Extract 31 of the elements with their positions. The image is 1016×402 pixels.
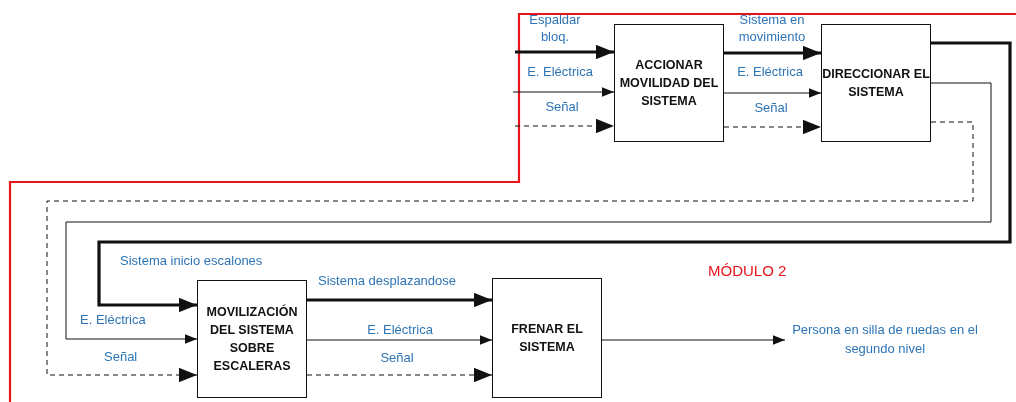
process-box: FRENAR EL SISTEMA xyxy=(492,278,602,398)
edge-label: E. Eléctrica xyxy=(80,312,146,329)
arrow xyxy=(306,367,493,383)
arrow xyxy=(515,44,614,60)
edge-label: Señal xyxy=(545,99,579,116)
edge-label: Señal xyxy=(104,349,138,366)
edge-label: Espaldar bloq. xyxy=(528,12,582,46)
arrow xyxy=(601,335,786,345)
arrow xyxy=(97,41,1012,313)
edge-label: Sistema inicio escalones xyxy=(120,253,263,270)
edge-label: E. Eléctrica xyxy=(737,64,803,81)
arrow xyxy=(46,121,974,383)
module-label: MÓDULO 2 xyxy=(708,262,787,279)
edge-label: Señal xyxy=(380,350,414,367)
arrow xyxy=(724,45,821,61)
edge-label: E. Eléctrica xyxy=(527,64,593,81)
arrow xyxy=(306,335,493,345)
arrow xyxy=(514,118,615,134)
arrow xyxy=(512,87,615,97)
edge-label: Señal xyxy=(754,100,788,117)
arrow xyxy=(723,88,822,98)
arrow xyxy=(65,82,992,344)
process-box: ACCIONAR MOVILIDAD DEL SISTEMA xyxy=(614,24,724,142)
arrow xyxy=(307,292,492,308)
process-box: DIRECCIONAR EL SISTEMA xyxy=(821,24,931,142)
edge-label: Sistema desplazandose xyxy=(318,273,457,290)
edge-label: Sistema en movimiento xyxy=(737,12,807,46)
process-box: MOVILIZACIÓN DEL SISTEMA SOBRE ESCALERAS xyxy=(197,280,307,398)
arrow xyxy=(723,119,822,135)
output-text: Persona en silla de ruedas en el segundo nivel xyxy=(785,318,985,362)
edge-label: E. Eléctrica xyxy=(367,322,433,339)
